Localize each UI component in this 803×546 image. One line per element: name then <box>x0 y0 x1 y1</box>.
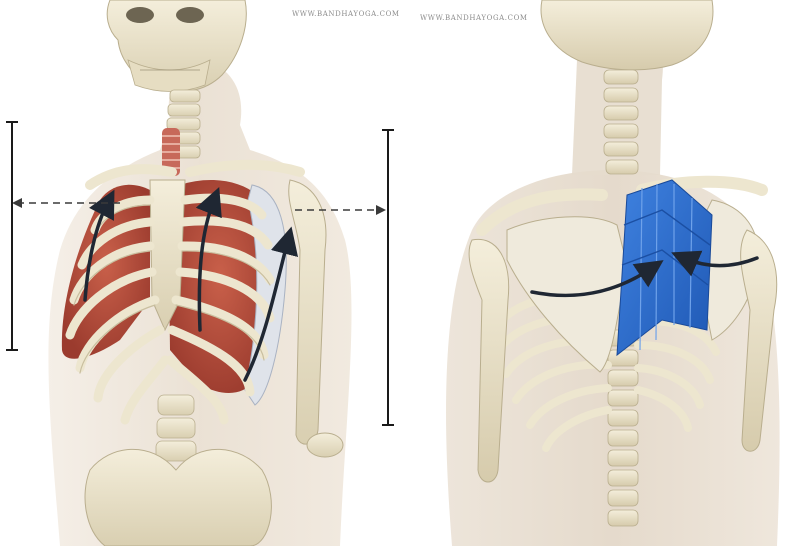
watermark-right: www.BandhaYoga.com <box>420 14 528 22</box>
back-view-panel: www.BandhaYoga.com <box>412 0 803 546</box>
skull-back <box>541 0 713 70</box>
height-bracket-left <box>6 122 18 350</box>
front-view-panel: www.BandhaYoga.com <box>0 0 412 546</box>
watermark-left: www.BandhaYoga.com <box>292 10 400 18</box>
width-arrowhead-right <box>376 205 386 215</box>
height-bracket-right <box>382 130 394 425</box>
width-arrowhead-left <box>12 198 22 208</box>
front-view-illustration <box>0 0 412 546</box>
elbow <box>307 433 343 457</box>
lumbar-spine <box>156 395 196 461</box>
back-view-illustration <box>412 0 803 546</box>
